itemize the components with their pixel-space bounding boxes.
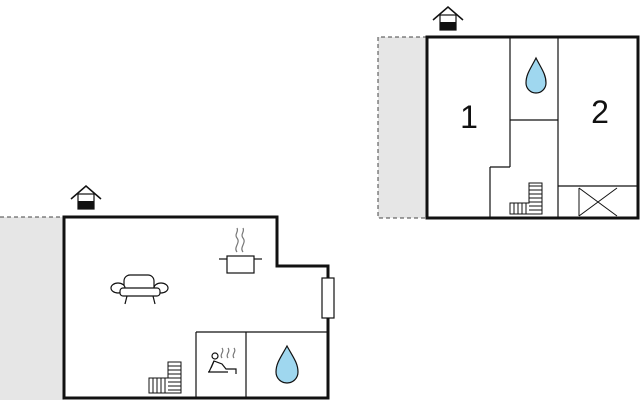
room-number-2: 2 xyxy=(591,94,609,130)
upper-interior-walls xyxy=(489,37,638,218)
sofa-icon xyxy=(110,274,169,305)
ground-outer-wall xyxy=(62,215,330,400)
upper-outer-wall xyxy=(425,35,640,220)
ground-floor xyxy=(0,185,335,400)
ground-terrace xyxy=(0,216,64,400)
room-number-1: 1 xyxy=(460,99,478,135)
stairs-icon-ground xyxy=(148,361,182,394)
cooking-pot-icon xyxy=(219,227,262,274)
water-drop-icon xyxy=(525,56,547,94)
water-drop-icon-ground xyxy=(275,344,299,384)
radiator-icon xyxy=(321,277,335,319)
upper-terrace xyxy=(377,36,427,219)
entrance-house-icon-ground xyxy=(70,185,102,210)
entrance-house-icon xyxy=(432,6,464,31)
sauna-icon xyxy=(208,347,237,374)
stairs-icon xyxy=(509,182,543,215)
storage-cross-icon xyxy=(578,187,618,217)
ground-interior-walls xyxy=(195,331,328,398)
upper-floor: 1 2 xyxy=(377,6,640,220)
